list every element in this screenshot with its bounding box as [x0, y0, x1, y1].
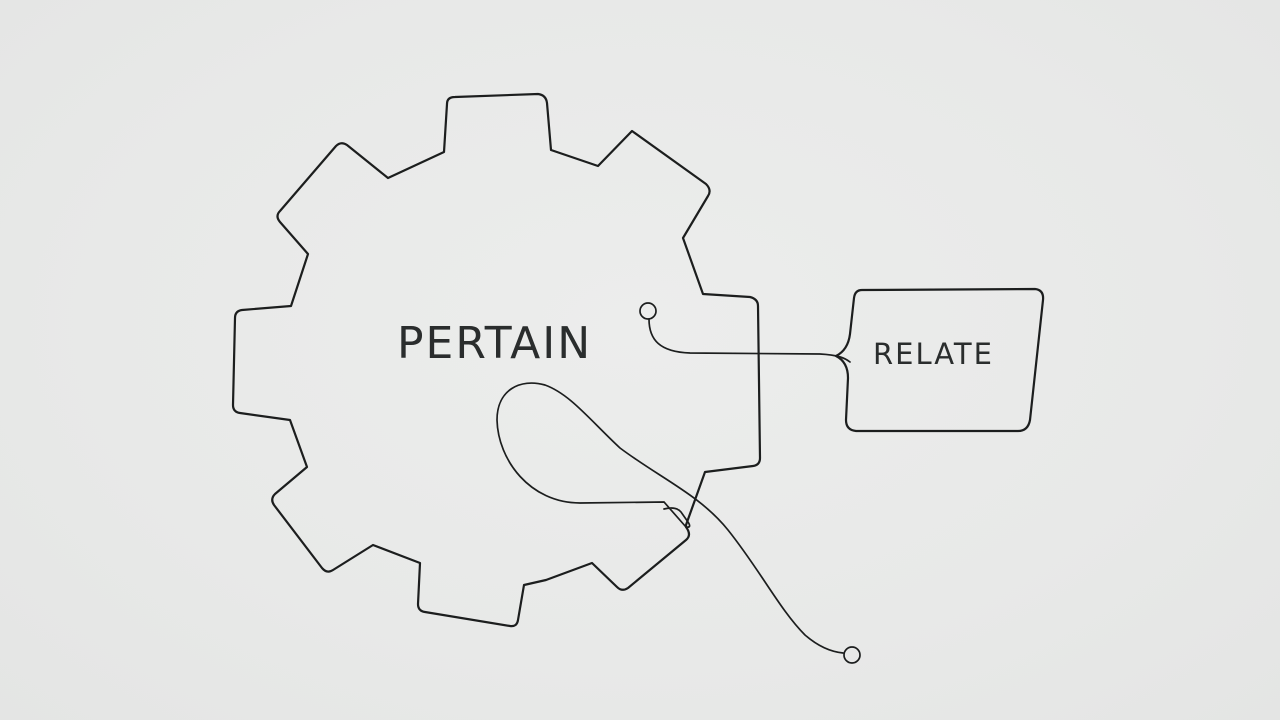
gear-icon: [231, 92, 762, 628]
connector-node-bottom-icon: [843, 646, 861, 664]
connector-line-to-relate: [648, 318, 851, 363]
related-concept-label: RELATE: [873, 337, 994, 371]
central-concept-label: PERTAIN: [397, 318, 593, 369]
connector-loop-curve: [496, 382, 844, 654]
relate-box: [834, 287, 1045, 433]
connector-node-top-icon: [639, 302, 657, 320]
